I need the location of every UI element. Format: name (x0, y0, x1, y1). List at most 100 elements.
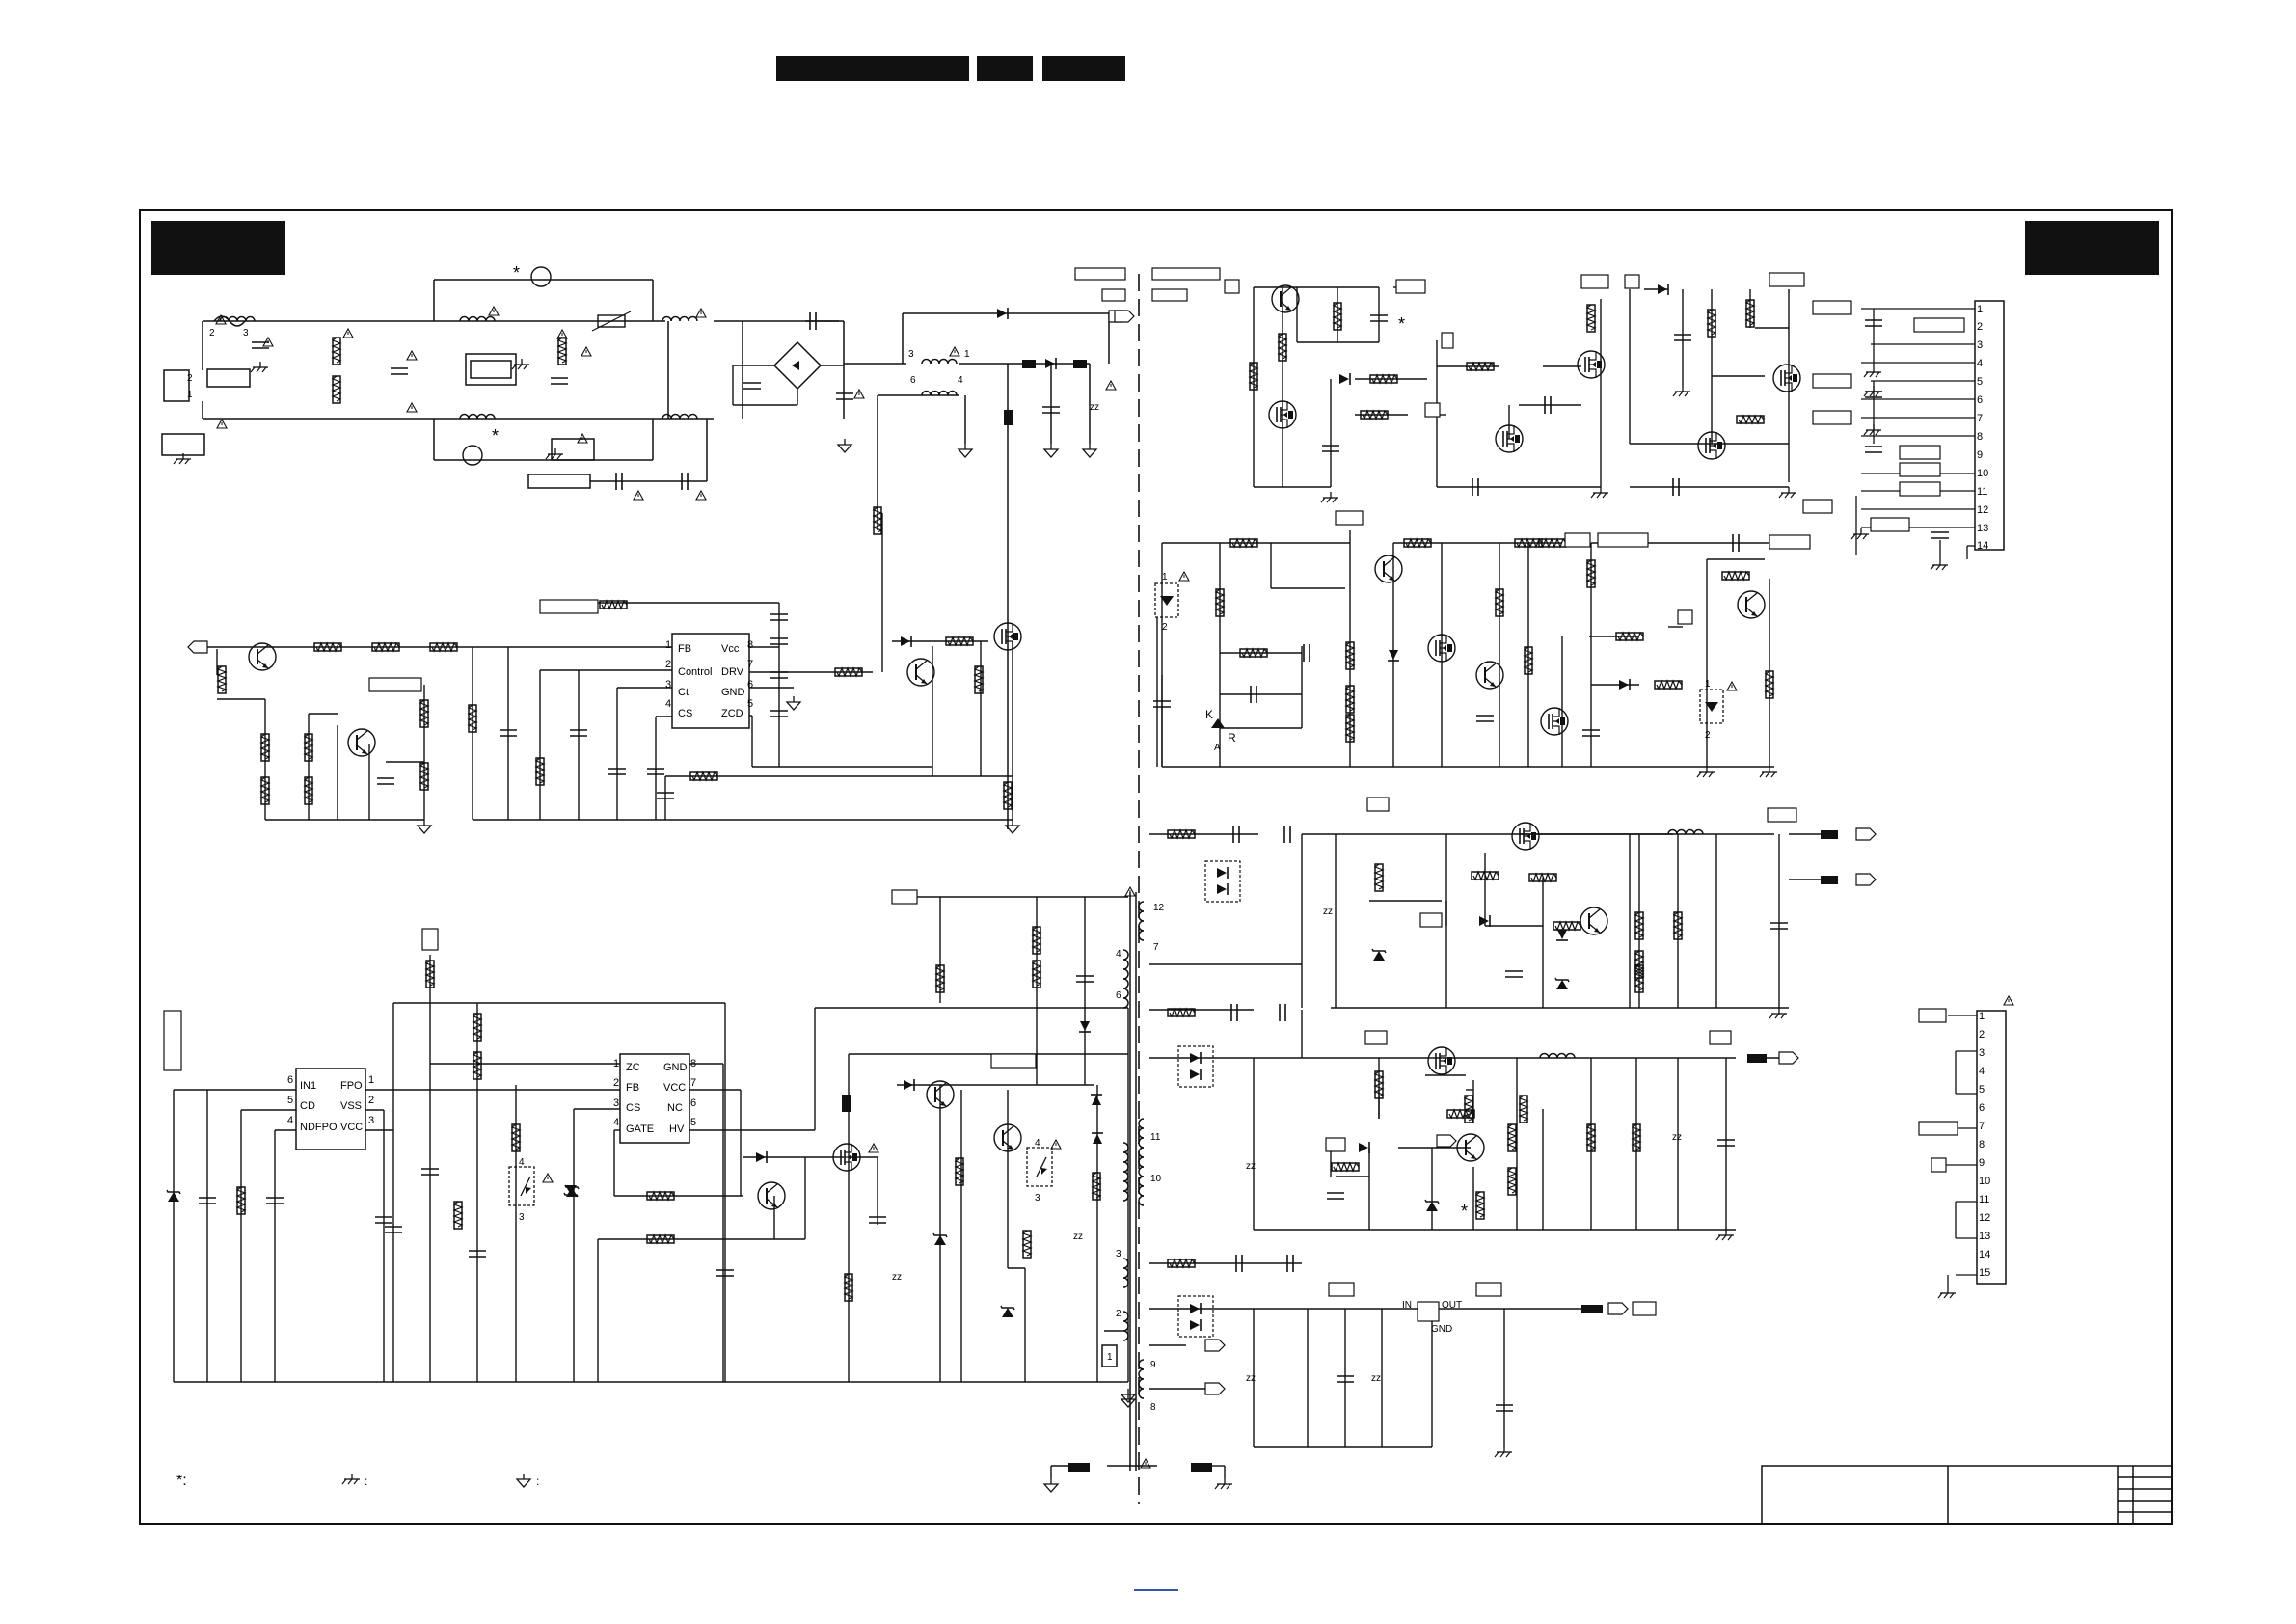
cb-pin-9: 9 (1979, 1157, 1985, 1169)
zz-mark-2: zz (1246, 1161, 1256, 1172)
winding-2: 2 (1116, 1309, 1121, 1319)
page-link[interactable] (1134, 1589, 1178, 1591)
special-mark-1: * (513, 263, 520, 283)
zz-mark-1: zz (1323, 907, 1333, 917)
ct-pin-1: 1 (1977, 304, 1983, 315)
fuse (213, 315, 246, 327)
regulator-out: OUT (1442, 1300, 1462, 1311)
protection-ic: 6 IN1 5 CD 4 NDFPO 1 FPO 2 VSS 3 VCC (287, 1068, 374, 1150)
emi-filter (161, 279, 845, 489)
ct-pin-14: 14 (1977, 540, 1988, 552)
winding-11: 11 (1150, 1132, 1161, 1143)
ic1-pin3-name: Ct (678, 687, 689, 698)
ic3-pin1-name: FPO (340, 1080, 363, 1092)
ic2-pin6-num: 6 (690, 1097, 696, 1109)
connector-top: 1 2 3 4 5 6 7 8 9 10 11 12 13 14 (1802, 300, 2005, 571)
ic3-pin6-name: IN1 (300, 1080, 316, 1092)
opto4-pin2: 2 (1705, 730, 1711, 741)
ic2-pin6-name: NC (667, 1102, 683, 1114)
regulator-in: IN (1402, 1300, 1412, 1311)
ic3-pin5-num: 5 (287, 1095, 293, 1106)
zz-mark-6: zz (1090, 402, 1099, 413)
legend-chassis: : (365, 1475, 367, 1488)
ic1-pin1-name: FB (678, 643, 691, 655)
ic1-pin2-name: Control (678, 666, 712, 678)
ic1-pin8-name: Vcc (721, 643, 740, 655)
title-block-left (151, 221, 285, 275)
opto1-pin3: 3 (519, 1212, 525, 1223)
ic2-pin7-name: VCC (663, 1082, 686, 1094)
ct-pin-11: 11 (1977, 486, 1987, 498)
ct-pin-9: 9 (1977, 449, 1983, 461)
pfc-transformer-pin-6: 6 (910, 375, 916, 386)
ic1-pin8-num: 8 (747, 639, 753, 651)
winding-1: 1 (1107, 1352, 1113, 1363)
ic1-pin7-name: DRV (721, 666, 744, 678)
ct-pin-7: 7 (1977, 413, 1983, 424)
ct-pin-10: 10 (1977, 468, 1988, 479)
winding-6: 6 (1116, 990, 1121, 1001)
optocoupler-secondary-2: 1 2 (1699, 679, 1724, 741)
pfc-controller-ic: 1 FB 2 Control 3 Ct 4 CS 8 Vcc 7 DRV 6 G… (665, 633, 753, 729)
optocoupler-secondary-1: 1 2 (1154, 572, 1179, 633)
ic2-pin7-num: 7 (690, 1077, 696, 1089)
legend-asterisk: *: (176, 1473, 187, 1489)
rectifier-diodes-3 (1177, 1295, 1214, 1338)
winding-3: 3 (1116, 1249, 1121, 1259)
cb-pin-4: 4 (1979, 1066, 1985, 1077)
connector-bottom: 1 2 3 4 5 6 7 8 9 10 11 12 13 14 15 (1918, 995, 2014, 1299)
ic3-pin5-name: CD (300, 1100, 315, 1112)
ic3-pin4-name: NDFPO (300, 1122, 338, 1133)
ic2-pin1-name: ZC (626, 1062, 640, 1073)
shunt-regulator: K R A (1205, 708, 1236, 753)
cb-pin-12: 12 (1979, 1212, 1990, 1224)
rectifier-diodes-1 (1204, 860, 1241, 903)
opto4-pin1: 1 (1705, 679, 1711, 690)
optocoupler-primary-2: 4 3 (1026, 1138, 1053, 1204)
ic3-pin1-num: 1 (368, 1074, 374, 1086)
regulator-gnd: GND (1431, 1324, 1452, 1335)
ic1-pin4-num: 4 (665, 698, 671, 710)
ic3-pin3-name: VCC (340, 1122, 363, 1133)
ic2-pin5-name: HV (669, 1123, 685, 1135)
title-block (1761, 1465, 2173, 1525)
ct-pin-4: 4 (1977, 358, 1983, 369)
zz-mark-4: zz (1246, 1373, 1256, 1384)
fuse-pin-b: 3 (243, 328, 249, 338)
cb-pin-6: 6 (1979, 1102, 1985, 1114)
opto1-pin4: 4 (519, 1157, 525, 1168)
ic2-pin2-num: 2 (613, 1077, 619, 1089)
ic1-pin6-num: 6 (747, 679, 753, 690)
ic3-pin2-name: VSS (340, 1100, 362, 1112)
ct-pin-12: 12 (1977, 504, 1988, 516)
cb-pin-2: 2 (1979, 1029, 1985, 1041)
ic2-pin4-num: 4 (613, 1117, 619, 1128)
winding-8: 8 (1150, 1402, 1156, 1413)
rectifier-diodes-2 (1177, 1045, 1214, 1088)
cb-pin-5: 5 (1979, 1084, 1985, 1096)
ic1-pin1-num: 1 (665, 639, 671, 651)
legend-hot: : (536, 1475, 539, 1488)
special-mark-3: * (1398, 314, 1405, 334)
special-mark-2: * (492, 426, 499, 446)
mains-pin-a: 2 (187, 373, 193, 384)
standby-controller-ic: 1 ZC 2 FB 3 CS 4 GATE 8 GND 7 VCC 6 NC 5… (613, 1053, 696, 1144)
ic1-pin7-num: 7 (747, 659, 753, 670)
legend: *: : : (176, 1473, 539, 1489)
ic1-pin6-name: GND (721, 687, 745, 698)
cb-pin-11: 11 (1979, 1194, 1989, 1205)
ic2-pin3-name: CS (626, 1102, 640, 1114)
fuse-pin-a: 2 (209, 328, 215, 338)
ic2-pin5-num: 5 (690, 1117, 696, 1128)
opto2-pin3: 3 (1035, 1193, 1040, 1204)
optocoupler-primary-1: 4 3 (508, 1157, 535, 1223)
title-block-right (2025, 221, 2159, 275)
cb-pin-7: 7 (1979, 1121, 1985, 1132)
cb-pin-14: 14 (1979, 1249, 1990, 1260)
cb-pin-13: 13 (1979, 1231, 1990, 1242)
ic3-pin6-num: 6 (287, 1074, 293, 1086)
ic1-pin3-num: 3 (665, 679, 671, 690)
ct-pin-6: 6 (1977, 394, 1983, 406)
zz-mark-primary-1: zz (892, 1272, 902, 1283)
